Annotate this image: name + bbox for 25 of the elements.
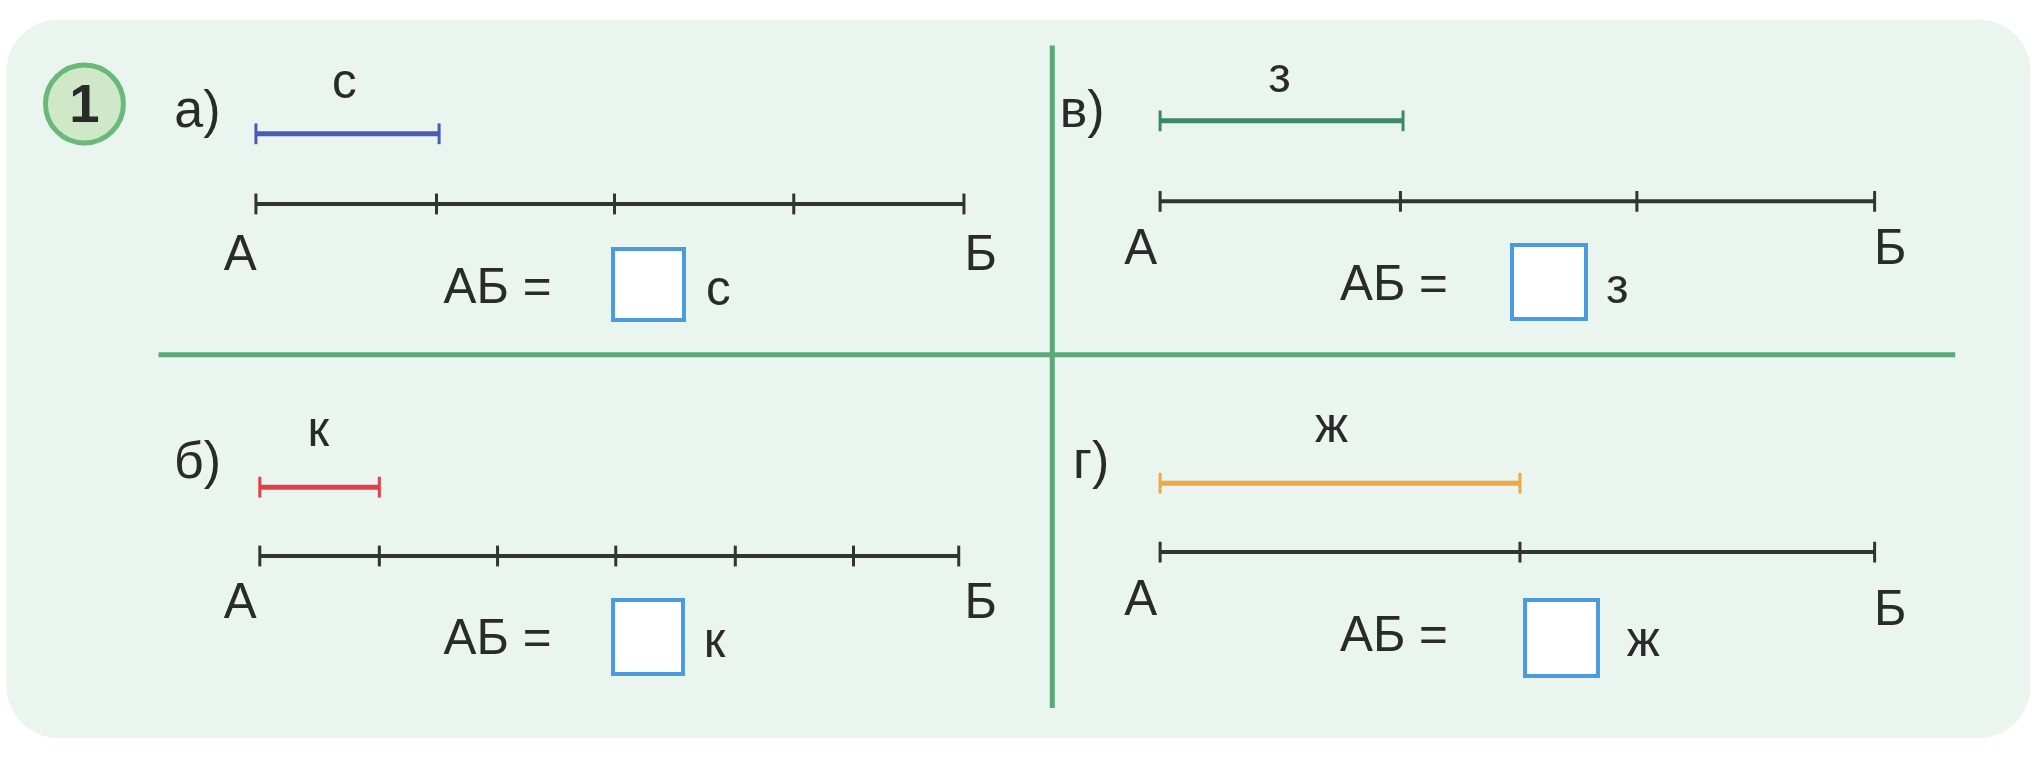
part-letter: в)	[1059, 84, 1105, 137]
unit-label: с	[706, 263, 731, 314]
point-label: Б	[1874, 583, 1907, 633]
equation-text: АБ =	[1340, 609, 1448, 659]
exercise-number: 1	[69, 76, 100, 132]
unit-label: ж	[1315, 400, 1349, 450]
point-label: А	[223, 228, 257, 278]
part-letter: г)	[1073, 435, 1110, 488]
unit-label: з	[1606, 261, 1629, 311]
point-label: А	[223, 576, 257, 627]
unit-label: ж	[1626, 614, 1660, 664]
point-label: Б	[1874, 222, 1907, 272]
unit-label: з	[1268, 50, 1291, 100]
unit-label: с	[331, 55, 357, 106]
unit-label: к	[307, 404, 330, 454]
equation-text: АБ =	[443, 611, 552, 662]
point-label: А	[1124, 572, 1158, 623]
part-letter: а)	[174, 84, 221, 137]
equation-text: АБ =	[1340, 258, 1448, 308]
point-label: А	[1124, 222, 1158, 272]
unit-label: к	[703, 615, 726, 666]
point-label: Б	[964, 576, 997, 627]
point-label: Б	[964, 228, 997, 278]
equation-text: АБ =	[443, 261, 552, 311]
part-letter: б)	[173, 435, 221, 488]
